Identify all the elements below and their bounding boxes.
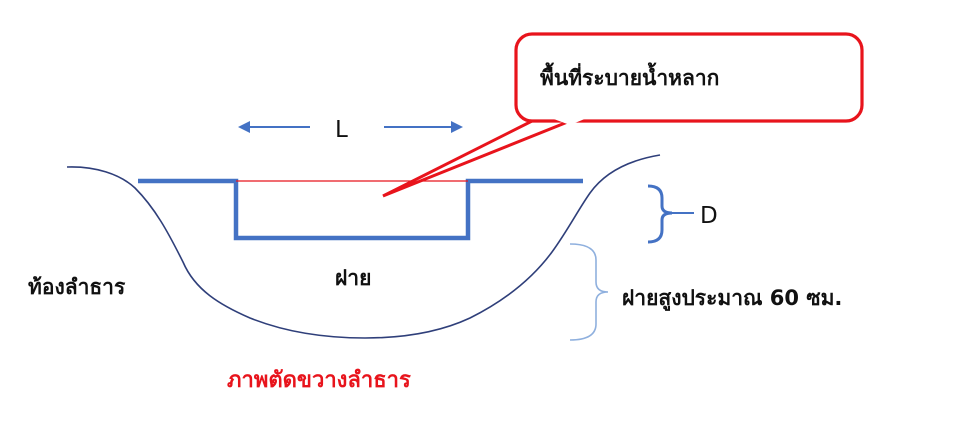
length-arrow-left (238, 121, 310, 133)
callout-label: พื้นที่ระบายน้ำหลาก (540, 66, 720, 90)
stream-bank-outline (66, 154, 661, 339)
callout-seam-cover (551, 118, 587, 125)
weir-profile (138, 178, 583, 241)
weir-height-label: ฝายสูงประมาณ 60 ซม. (622, 286, 843, 310)
callout-box (514, 32, 864, 123)
depth-bracket (647, 184, 673, 244)
caption-label: ภาพตัดขวางลำธาร (227, 368, 411, 393)
length-arrow-right (384, 121, 463, 133)
stream-bed-label: ท้องลำธาร (28, 275, 126, 299)
weir-height-bracket (569, 243, 609, 341)
depth-label: D (700, 203, 718, 229)
length-label: L (335, 117, 348, 143)
callout-pointer (382, 111, 591, 198)
weir-label: ฝาย (335, 266, 372, 290)
